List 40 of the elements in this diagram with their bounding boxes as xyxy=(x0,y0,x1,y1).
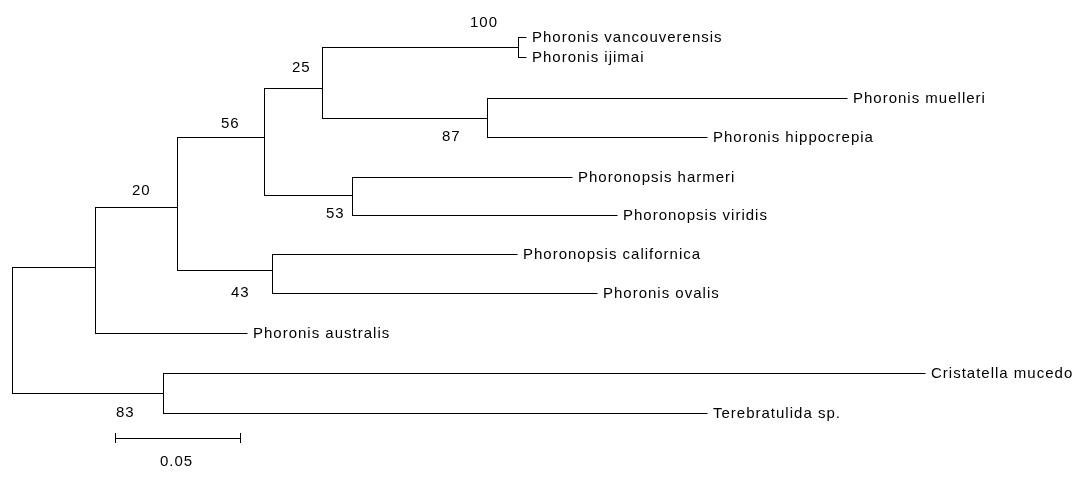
branch-line xyxy=(12,393,164,394)
branch-line xyxy=(95,333,248,334)
bootstrap-value: 83 xyxy=(116,403,135,421)
branch-line xyxy=(12,267,96,268)
branch-line xyxy=(163,413,708,414)
branch-line xyxy=(322,47,519,48)
scale-label: 0.05 xyxy=(160,452,194,470)
taxon-label: Phoronis ovalis xyxy=(597,284,720,302)
bootstrap-value: 53 xyxy=(326,204,345,222)
branch-line xyxy=(264,88,323,89)
bootstrap-value: 25 xyxy=(292,58,311,76)
taxon-label: Phoronis vancouverensis xyxy=(526,28,723,46)
taxon-label: Phoronopsis viridis xyxy=(617,206,768,224)
taxon-label: Phoronis hippocrepia xyxy=(707,128,874,146)
taxon-label: Terebratulida sp. xyxy=(707,404,841,422)
bootstrap-value: 20 xyxy=(132,181,151,199)
taxon-label: Phoronis australis xyxy=(247,324,391,342)
branch-line xyxy=(272,254,518,255)
branch-line xyxy=(487,137,708,138)
taxon-label: Phoronopsis californica xyxy=(517,245,702,263)
branch-line xyxy=(518,37,527,38)
branch-line xyxy=(352,215,618,216)
taxon-label: Phoronis ijimai xyxy=(526,48,645,66)
branch-line xyxy=(177,270,273,271)
taxon-label: Cristatella mucedo xyxy=(925,364,1074,382)
branch-line xyxy=(163,373,926,374)
branch-line xyxy=(352,177,573,178)
taxon-label: Phoronis muelleri xyxy=(847,89,986,107)
branch-line xyxy=(177,137,265,138)
bootstrap-value: 56 xyxy=(221,114,240,132)
bootstrap-value: 100 xyxy=(470,13,499,31)
bootstrap-value: 43 xyxy=(231,283,250,301)
branch-line xyxy=(322,118,488,119)
branch-line xyxy=(264,195,353,196)
branch-line xyxy=(487,98,848,99)
branch-line xyxy=(518,57,527,58)
taxon-label: Phoronopsis harmeri xyxy=(572,168,736,186)
branch-line xyxy=(95,207,178,208)
bootstrap-value: 87 xyxy=(442,127,461,145)
branch-line xyxy=(272,293,598,294)
